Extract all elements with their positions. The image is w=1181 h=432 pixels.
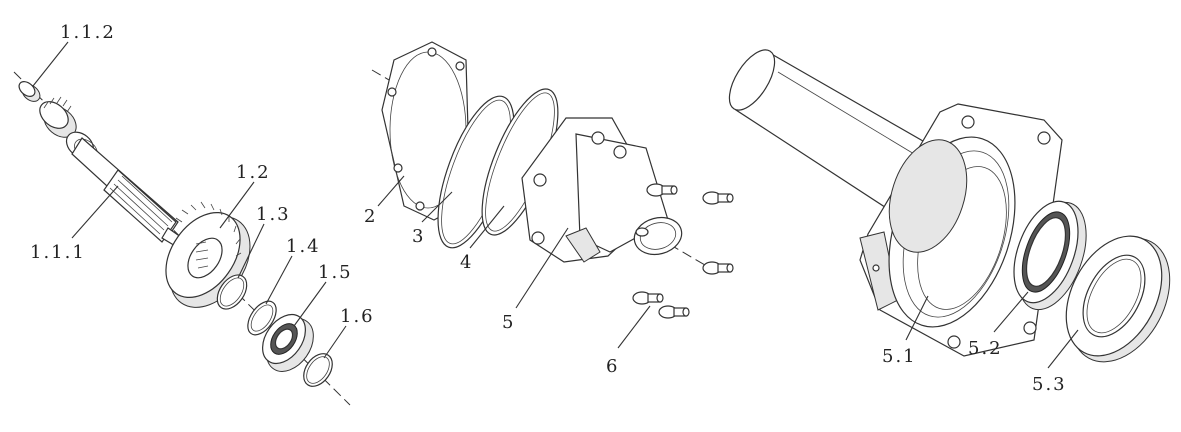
leader-1-3 — [237, 223, 265, 279]
part-1-5-ball-bearing — [262, 313, 314, 372]
part-1-4-washer — [247, 300, 277, 336]
part-1-3-snap-ring — [216, 274, 248, 310]
leader-1-1-2 — [32, 41, 69, 87]
leader-5-1 — [905, 295, 929, 341]
label-5-2: 5.2 — [968, 338, 1003, 359]
leader-1-4 — [265, 255, 293, 305]
label-1-6: 1.6 — [340, 306, 375, 327]
leader-2 — [377, 175, 405, 207]
label-1-1-2: 1.1.2 — [60, 22, 116, 43]
input-shaft-assembly: 1.1.2 1.1.1 1.2 1.3 1.4 1.5 1.6 — [13, 22, 375, 406]
label-1-5: 1.5 — [318, 262, 353, 283]
leader-1-2 — [219, 181, 255, 229]
label-5-3: 5.3 — [1032, 374, 1067, 395]
leader-6 — [617, 305, 651, 349]
label-6: 6 — [606, 356, 619, 377]
leader-5-2 — [993, 291, 1029, 333]
label-1-3: 1.3 — [256, 204, 291, 225]
part-1-6-snap-ring — [303, 353, 333, 387]
label-2: 2 — [364, 206, 377, 227]
part-6-bolts — [632, 183, 734, 319]
bearing-cover-assembly: 2 3 4 5 6 — [364, 41, 734, 377]
label-1-2: 1.2 — [236, 162, 271, 183]
label-5-1: 5.1 — [882, 346, 917, 367]
cover-with-seals-assembly: 5.1 5.2 5.3 — [728, 49, 1171, 395]
leader-1-5 — [293, 281, 327, 327]
part-5-2-oil-seal — [1013, 200, 1087, 311]
part-5-3-seal-ring — [1065, 235, 1171, 363]
leader-1-1-1 — [71, 185, 119, 239]
leader-3 — [421, 191, 453, 223]
leader-4 — [469, 205, 505, 249]
label-3: 3 — [412, 226, 425, 247]
leader-5 — [515, 227, 569, 309]
label-1-4: 1.4 — [286, 236, 321, 257]
leader-1-6 — [323, 325, 347, 359]
leader-5-3 — [1047, 329, 1079, 369]
label-4: 4 — [460, 252, 473, 273]
part-1-1-2-needle-bearing — [18, 81, 41, 102]
part-5-1-cover-flange — [859, 103, 1063, 357]
part-5-bearing-cover — [521, 117, 683, 263]
label-1-1-1: 1.1.1 — [30, 242, 86, 263]
part-1-2-gear — [165, 201, 251, 308]
label-5: 5 — [502, 312, 515, 333]
part-1-1-1-input-shaft — [39, 96, 189, 251]
